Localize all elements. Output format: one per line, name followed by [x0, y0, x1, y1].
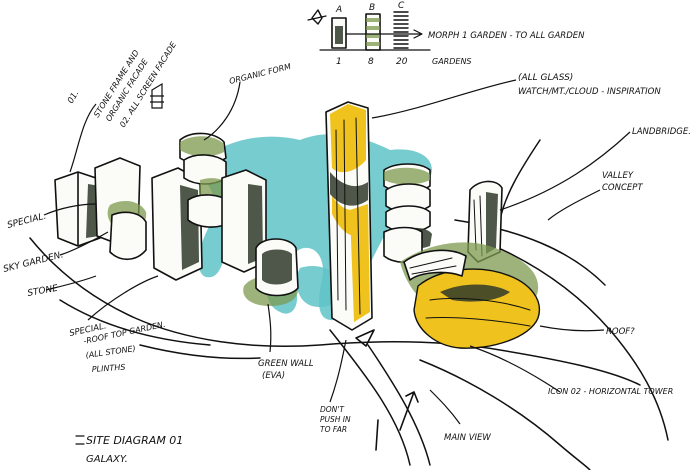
label-stone: STONE	[27, 284, 59, 299]
legend-count-8: 8	[368, 57, 374, 67]
label-green-wall: GREEN WALL	[258, 359, 314, 369]
legend-label-b: B	[369, 3, 375, 13]
label-push-in: PUSH IN	[320, 415, 351, 424]
label-sky-garden: SKY GARDEN.	[2, 250, 64, 275]
label-special: SPECIAL.	[6, 212, 47, 231]
legend-label-a: A	[335, 5, 342, 15]
horizontal-tower	[400, 242, 541, 349]
diagram-title: SITE DIAGRAM 01	[86, 434, 183, 447]
label-dont: DON'T	[320, 405, 345, 414]
left-tower-group	[54, 132, 299, 306]
leader-lines	[43, 79, 631, 425]
ground-arrows	[355, 329, 419, 451]
label-eva: (EVA)	[262, 371, 285, 381]
label-all-glass: (ALL GLASS)	[518, 73, 573, 83]
legend-counts-unit: GARDENS	[432, 57, 472, 66]
label-glass-inspiration: WATCH/MT./CLOUD - INSPIRATION	[518, 87, 661, 97]
label-landbridge: LANDBRIDGE.	[632, 127, 691, 137]
label-valley: VALLEY	[602, 171, 634, 181]
label-to-far: TO FAR	[320, 425, 347, 434]
label-all-stone: (ALL STONE)	[85, 344, 136, 360]
legend-count-20: 20	[396, 57, 408, 67]
label-organic-form: ORGANIC FORM	[228, 62, 292, 86]
label-icon-02: ICON 02 - HORIZONTAL TOWER	[548, 387, 673, 396]
right-glass-tower	[467, 180, 503, 263]
legend-arrow-text: MORPH 1 GARDEN - TO ALL GARDEN	[428, 31, 585, 41]
label-concept: CONCEPT	[602, 183, 643, 193]
legend-count-1: 1	[336, 57, 342, 67]
diagram-subtitle: GALAXY.	[86, 454, 128, 465]
label-main-view: MAIN VIEW	[444, 433, 491, 443]
mid-stacked-tower	[383, 163, 432, 264]
label-roof: ROOF?	[606, 327, 635, 337]
main-yellow-tower	[325, 101, 373, 331]
legend-label-c: C	[398, 1, 405, 11]
massing-legend: A B C 1 8 20 GARDENS MORPH 1 GARDEN - TO…	[307, 1, 585, 67]
facade-note-01: 01.	[66, 89, 81, 106]
label-plinths: PLINTHS	[92, 363, 126, 374]
